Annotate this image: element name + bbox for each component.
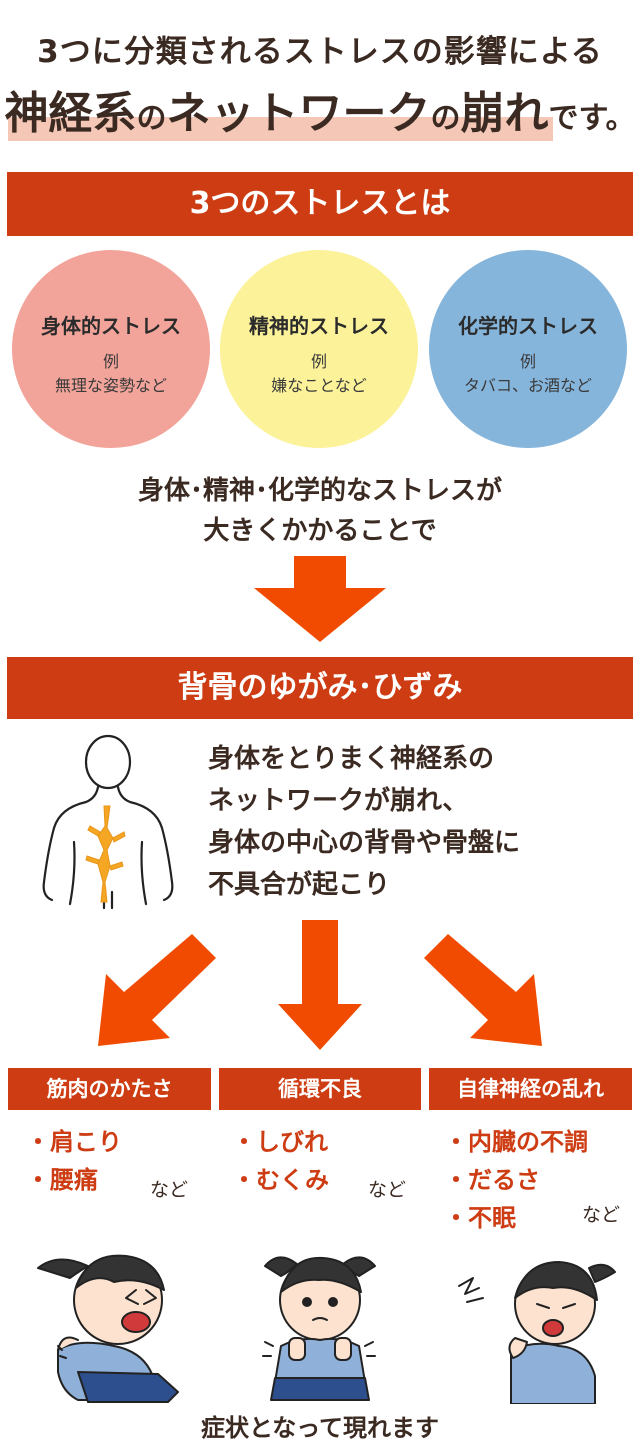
stress-circle-title: 化学的ストレス <box>458 314 598 338</box>
symptom-title-muscle: 筋肉のかたさ <box>8 1068 211 1110</box>
symptom-item: ・しびれ <box>232 1128 328 1156</box>
stress-section-banner: 3つのストレスとは <box>7 172 633 236</box>
stress-summary-line1: 身体･精神･化学的なストレスが <box>137 476 502 506</box>
symptom-item: ・不眠 <box>444 1204 516 1232</box>
stress-circle-chemical: 化学的ストレス 例 タバコ、お酒など <box>429 250 627 448</box>
symptom-suffix: など <box>582 1204 621 1226</box>
headline-word-shinkeikei: 神経系 <box>4 88 137 139</box>
headline-line2: 神経系のネットワークの崩れです。 <box>0 84 640 144</box>
symptom-item: ・腰痛 <box>26 1166 98 1194</box>
stress-circle-mental: 精神的ストレス 例 嫌なことなど <box>220 250 418 448</box>
headline-word-kuzure: 崩れ <box>460 88 549 139</box>
spine-description-line4: 不具合が起こり <box>208 870 391 900</box>
symptom-item: ・だるさ <box>444 1166 540 1194</box>
headline-line1: 3つに分類されるストレスの影響による <box>37 34 603 70</box>
spine-section-banner: 背骨のゆがみ･ひずみ <box>7 657 633 719</box>
down-arrow-icon <box>254 556 386 642</box>
symptom-item: ・内臓の不調 <box>444 1128 588 1156</box>
symptom-title-autonomic: 自律神経の乱れ <box>429 1068 632 1110</box>
headline-word-network: ネットワーク <box>166 88 431 139</box>
headline-particle-no2: の <box>430 101 461 136</box>
body-outline-icon <box>42 734 174 910</box>
symptom-item: ・肩こり <box>26 1128 122 1156</box>
branch-arrows <box>98 920 542 1050</box>
girl-fatigue-icon <box>458 1261 616 1404</box>
closing-text: 症状となって現れます <box>200 1414 440 1442</box>
stress-circle-example: 嫌なことなど <box>271 376 367 395</box>
spine-description-line2: ネットワークが崩れ、 <box>208 786 469 816</box>
stress-circle-title: 精神的ストレス <box>249 314 389 338</box>
stress-summary-line2: 大きくかかることで <box>203 516 437 546</box>
arrow-down-icon <box>278 920 362 1050</box>
symptom-item: ・むくみ <box>232 1166 329 1194</box>
symptom-suffix: など <box>368 1179 407 1201</box>
girl-numbness-icon <box>262 1256 376 1401</box>
stress-circle-title: 身体的ストレス <box>41 314 181 338</box>
symptom-title-circulation: 循環不良 <box>219 1068 421 1110</box>
headline-particle-no1: の <box>136 101 167 136</box>
headline-word-desu: です。 <box>548 101 636 136</box>
stress-circle-example: タバコ、お酒など <box>463 376 592 395</box>
stress-circle-example-label: 例 <box>310 352 327 371</box>
spine-description-line3: 身体の中心の背骨や骨盤に <box>208 828 521 858</box>
stress-circle-example: 無理な姿勢など <box>54 376 167 395</box>
symptom-suffix: など <box>150 1179 189 1201</box>
spine-description-line1: 身体をとりまく神経系の <box>208 744 495 774</box>
girl-shoulder-pain-icon <box>37 1254 179 1403</box>
arrow-down-left-icon <box>98 934 216 1046</box>
stress-circle-example-label: 例 <box>102 352 119 371</box>
headline-highlight <box>8 117 553 141</box>
stress-circle-physical: 身体的ストレス 例 無理な姿勢など <box>12 250 210 448</box>
stress-circle-example-label: 例 <box>519 352 536 371</box>
arrow-down-right-icon <box>424 934 542 1046</box>
